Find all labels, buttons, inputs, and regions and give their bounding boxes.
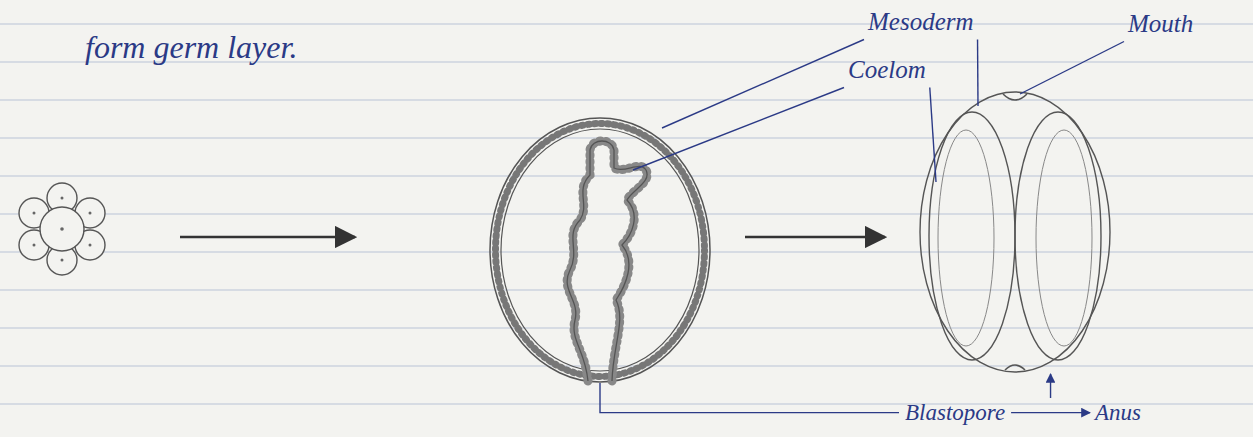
leader-lines [600, 40, 1124, 413]
cleavage-cells [19, 183, 105, 275]
leader-line [662, 40, 864, 129]
note-text: form germ layer. [85, 30, 297, 65]
leader-line [1011, 412, 1090, 413]
leader-line [1050, 374, 1051, 398]
part-label: Blastopore [905, 400, 1005, 425]
part-label: Mesoderm [868, 8, 974, 36]
gastrula [490, 118, 710, 382]
leader-line [1020, 42, 1124, 95]
process-arrow [180, 236, 355, 239]
leader-line [600, 383, 899, 413]
leader-line [633, 88, 844, 171]
ruled-lines [0, 24, 1253, 404]
leader-line [977, 40, 979, 107]
part-label: Anus [1095, 400, 1141, 425]
process-arrow [745, 236, 885, 239]
leader-line [930, 88, 936, 183]
embryo [920, 92, 1110, 372]
part-label: Mouth [1128, 10, 1193, 38]
part-label: Coelom [848, 56, 926, 84]
